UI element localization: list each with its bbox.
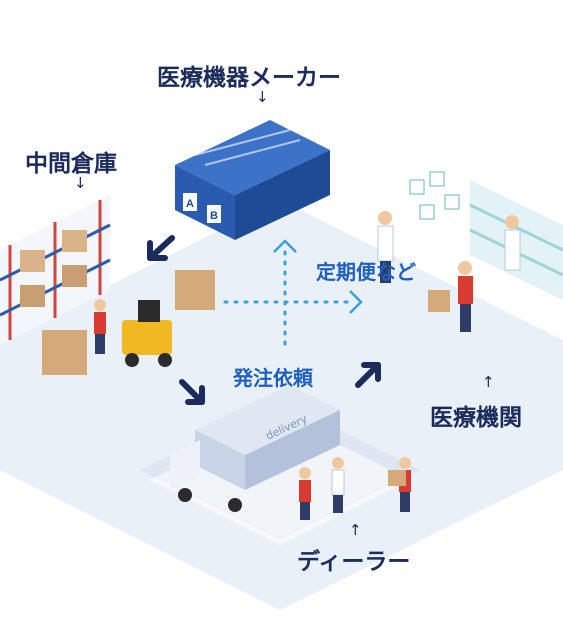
pointer-dealer: ↑ bbox=[349, 521, 362, 539]
door-a bbox=[183, 193, 197, 211]
label-order: 発注依頼 bbox=[233, 366, 313, 390]
dotted-flow bbox=[223, 250, 352, 354]
door-b bbox=[207, 205, 221, 223]
arrow-warehouse-to-dealer bbox=[179, 379, 205, 405]
arrow-manufacturer-to-warehouse bbox=[147, 235, 175, 261]
label-warehouse: 中間倉庫 bbox=[25, 151, 117, 177]
manufacturer-building: A B bbox=[175, 120, 330, 240]
worker-warehouse bbox=[94, 299, 106, 354]
delivery-worker-hospital bbox=[428, 261, 473, 332]
label-periodic: 定期便など bbox=[316, 260, 416, 284]
forklift-load bbox=[175, 270, 215, 310]
dotted-arrowhead-right bbox=[349, 290, 363, 314]
pointer-warehouse: ↓ bbox=[74, 174, 87, 192]
pointer-manufacturer: ↓ bbox=[256, 88, 269, 106]
pallet-boxes bbox=[42, 330, 87, 375]
dotted-arrowhead-up bbox=[273, 239, 297, 253]
door-b-letter: B bbox=[210, 210, 218, 222]
door-a-letter: A bbox=[186, 198, 194, 210]
forklift bbox=[122, 300, 172, 367]
arrow-dealer-to-institution bbox=[355, 362, 381, 388]
doctor bbox=[377, 211, 394, 283]
label-institution: 医療機関 bbox=[430, 405, 522, 431]
flow-arrows bbox=[147, 235, 381, 405]
nurse bbox=[504, 215, 521, 271]
dealer-staff bbox=[299, 457, 411, 520]
label-manufacturer: 医療機器メーカー bbox=[157, 65, 341, 91]
delivery-truck: delivery bbox=[170, 385, 340, 512]
label-dealer: ディーラー bbox=[297, 549, 411, 575]
warehouse-racks bbox=[0, 195, 111, 345]
pointer-institution: ↑ bbox=[482, 373, 495, 391]
